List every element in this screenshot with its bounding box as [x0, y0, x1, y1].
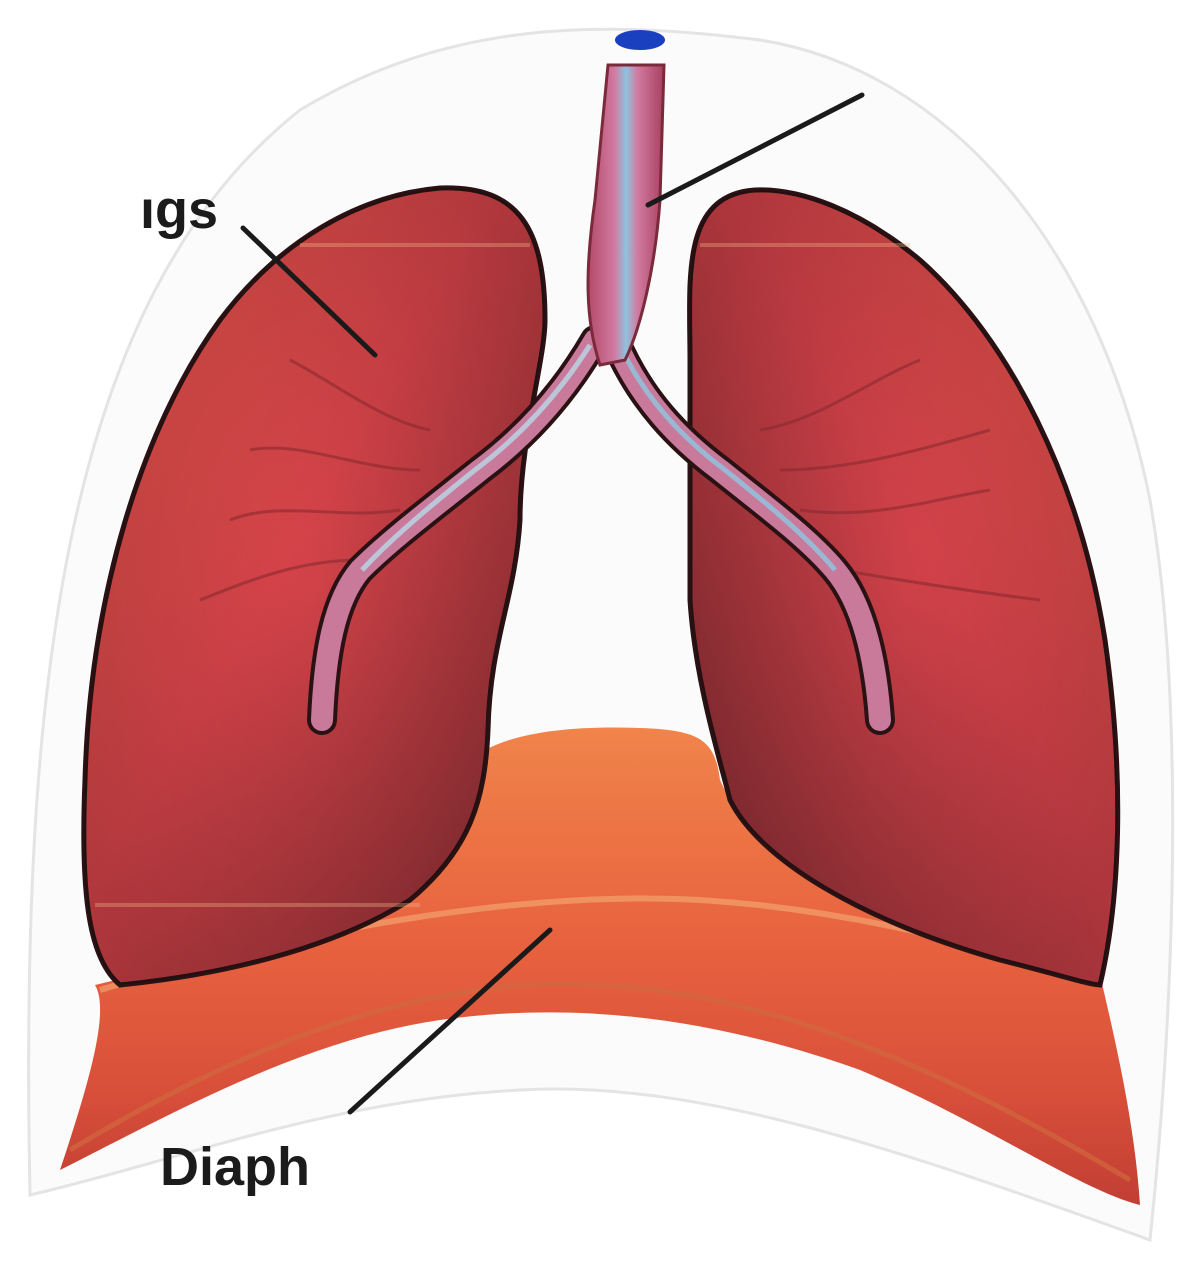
- trachea-cap-icon: [615, 30, 665, 50]
- diaphragm-label: Diaph: [160, 1137, 310, 1197]
- lungs-label: ıgs: [140, 180, 218, 240]
